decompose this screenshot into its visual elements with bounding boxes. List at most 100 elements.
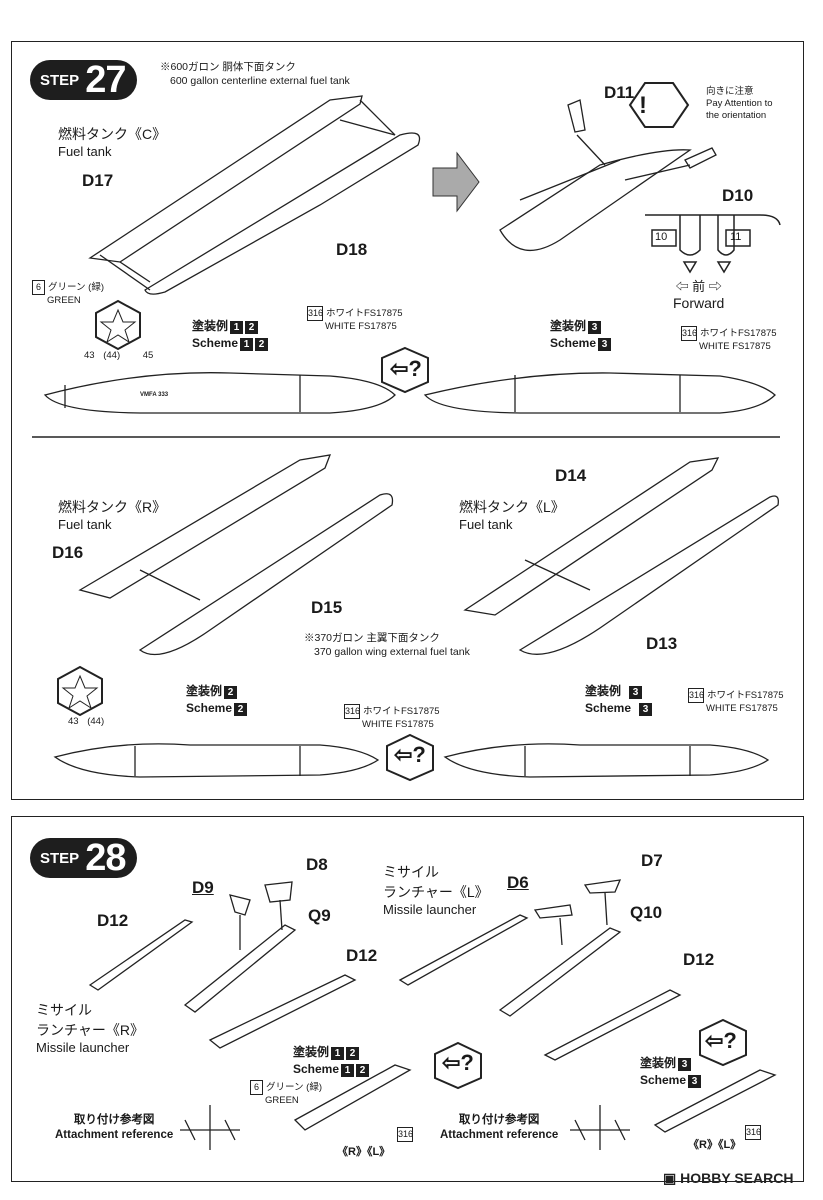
scheme-num: 3	[598, 338, 612, 351]
decal-numbers: 43 (44) 45	[84, 350, 153, 362]
centerline-note-jp: ※600ガロン 胴体下面タンク	[160, 61, 296, 73]
scheme-num: 3	[639, 703, 653, 716]
ref-en: Attachment reference	[55, 1129, 174, 1141]
color-6-number: 6	[250, 1080, 263, 1095]
white-jp: ホワイトFS17875	[363, 706, 440, 718]
fuel-tank-c-label: 燃料タンク《C》 Fuel tank	[58, 124, 166, 159]
scheme-num: 1	[331, 1047, 345, 1060]
decal-45: 45	[142, 350, 154, 361]
color-6-en: GREEN	[47, 295, 81, 306]
launcher-r-jp-1: ミサイル	[36, 1002, 92, 1018]
flip-arrow-icon-2: ⇦?	[394, 742, 426, 767]
attention-hexagon	[628, 82, 690, 128]
tank-marking-text: VMFA 333	[140, 392, 169, 398]
part-d6: D6	[507, 873, 529, 892]
color-6-jp: グリーン (緑)	[48, 282, 104, 294]
caution-en-2: the orientation	[706, 110, 767, 121]
scheme-en: Scheme	[293, 1062, 340, 1076]
ref-jp: 取り付け参考図	[458, 1114, 540, 1126]
flip-arrow-icon-28a: ⇦?	[442, 1050, 474, 1075]
flip-icon-28a	[434, 1041, 482, 1090]
fuel-tank-r-en: Fuel tank	[58, 517, 112, 532]
white-num: 316	[397, 1127, 413, 1142]
flip-icon-27	[381, 346, 429, 394]
decal-44: (44)	[103, 350, 121, 361]
forward-en: Forward	[673, 295, 725, 311]
launcher-r-label: ミサイル ランチャー《R》 Missile launcher	[36, 1000, 144, 1055]
decal-43: 43	[84, 350, 95, 361]
scheme-en: Scheme	[186, 701, 233, 715]
white-num: 316	[745, 1125, 761, 1140]
color-6-en: GREEN	[265, 1095, 299, 1106]
insignia-decal-1	[95, 299, 141, 351]
white-en: WHITE FS17875	[706, 703, 778, 714]
white-num: 316	[688, 688, 704, 703]
white-num: 316	[307, 306, 323, 321]
orientation-caution: 向きに注意 Pay Attention to the orientation	[706, 86, 773, 122]
color-6-jp: グリーン (緑)	[266, 1082, 322, 1094]
mount-number-10: 10	[655, 231, 668, 243]
watermark-text: HOBBY SEARCH	[680, 1170, 794, 1186]
launcher-l-jp-1: ミサイル	[383, 864, 439, 880]
rl-label-a: 《R》《L》	[337, 1146, 391, 1158]
attachment-reference-a: 取り付け参考図 Attachment reference	[55, 1113, 173, 1143]
scheme-en: Scheme	[192, 336, 239, 350]
rl-label-b: 《R》《L》	[688, 1139, 742, 1151]
launcher-l-jp-2: ランチャー《L》	[383, 884, 489, 900]
part-d10: D10	[722, 186, 754, 205]
part-d11: D11	[604, 83, 635, 102]
ref-en: Attachment reference	[440, 1129, 559, 1141]
flip-icon-27b	[386, 733, 434, 782]
scheme-en: Scheme	[640, 1073, 687, 1087]
scheme-num: 2	[356, 1064, 370, 1077]
flip-icon-28b	[699, 1018, 747, 1067]
caution-jp: 向きに注意	[706, 86, 754, 97]
fuel-tank-c-jp: 燃料タンク《C》	[58, 126, 167, 142]
scheme-jp: 塗装例	[640, 1056, 677, 1070]
launcher-l-en: Missile launcher	[383, 902, 477, 917]
white-jp: ホワイトFS17875	[707, 690, 784, 702]
watermark: ▣ HOBBY SEARCH	[663, 1170, 793, 1187]
side-tank-drawings-wing	[53, 743, 770, 778]
wing-note-jp: ※370ガロン 主翼下面タンク	[304, 632, 440, 644]
step-number: 27	[85, 58, 126, 101]
part-d16: D16	[52, 543, 84, 562]
part-d12: D12	[683, 950, 715, 969]
side-tank-drawings-27	[43, 372, 776, 414]
part-d15: D15	[311, 598, 343, 617]
white-jp: ホワイトFS17875	[326, 308, 403, 320]
scheme-en: Scheme	[550, 336, 597, 350]
scheme-jp: 塗装例	[585, 684, 622, 698]
launcher-drawings	[88, 879, 777, 1150]
ref-jp: 取り付け参考図	[73, 1114, 155, 1126]
launcher-r-en: Missile launcher	[36, 1040, 130, 1055]
scheme-num: 2	[234, 703, 248, 716]
step-label: STEP	[40, 849, 80, 867]
fuel-tank-r-label: 燃料タンク《R》 Fuel tank	[58, 497, 166, 532]
white-callout-28b: 316	[745, 1125, 764, 1140]
attachment-reference-b: 取り付け参考図 Attachment reference	[440, 1113, 558, 1143]
step-28-badge: STEP 28	[30, 836, 138, 879]
scheme-num: 2	[245, 321, 259, 334]
white-num: 316	[344, 704, 360, 719]
step-number: 28	[85, 836, 126, 879]
scheme-en: Scheme	[585, 701, 632, 715]
fuel-tank-c-en: Fuel tank	[58, 144, 112, 159]
exclamation-icon: !	[639, 92, 647, 119]
scheme-num: 2	[224, 686, 238, 699]
part-d17: D17	[82, 171, 114, 190]
part-q9: Q9	[308, 906, 331, 925]
scheme-jp: 塗装例	[186, 684, 223, 698]
scheme-jp: 塗装例	[192, 319, 229, 333]
caution-en-1: Pay Attention to	[706, 98, 773, 109]
part-d9: D9	[192, 878, 214, 897]
part-d14: D14	[555, 466, 587, 485]
scheme-num: 3	[688, 1075, 702, 1088]
